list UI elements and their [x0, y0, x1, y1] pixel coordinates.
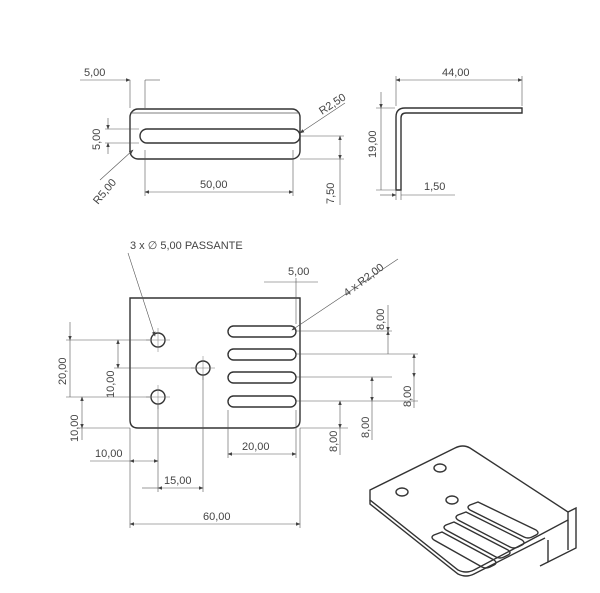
note-holes: 3 x ∅ 5,00 PASSANTE — [130, 240, 243, 252]
isometric-view — [369, 445, 577, 577]
top-view: 5,00 R2,50 5,00 R5,00 50,00 7,50 — [80, 67, 348, 207]
top-view-outline — [129, 108, 301, 160]
iso-slot-2 — [455, 511, 525, 549]
dim-top-slot-width: 5,00 — [91, 129, 103, 150]
dim-top-slot-position: 7,50 — [325, 183, 337, 204]
iso-slot-3 — [443, 521, 511, 559]
dim-top-slot-length: 50,00 — [200, 179, 228, 191]
iso-slot-4 — [431, 531, 497, 569]
dim-front-hole-left: 10,00 — [95, 448, 123, 460]
side-view-profile — [395, 107, 523, 191]
front-slot-3 — [227, 371, 297, 384]
dim-front-hole-span: 20,00 — [57, 357, 69, 385]
front-slot-4 — [227, 395, 297, 408]
dim-front-hole-x: 15,00 — [164, 475, 192, 487]
dim-front-slot-offset: 5,00 — [288, 266, 309, 278]
dim-front-pitch-a: 8,00 — [375, 309, 387, 330]
dim-front-slot-width: 20,00 — [242, 441, 270, 453]
iso-hole-2 — [433, 463, 447, 473]
iso-slot-1 — [467, 501, 539, 539]
dim-front-pitch-c: 8,00 — [360, 417, 372, 438]
front-slot-1 — [227, 325, 297, 338]
dim-front-hole-bottom: 10,00 — [69, 414, 81, 442]
side-view: 44,00 19,00 1,50 — [367, 67, 523, 200]
dim-side-length: 44,00 — [442, 67, 470, 79]
iso-bend — [547, 506, 577, 564]
note-radius: 4 x R2,00 — [342, 261, 387, 299]
dim-side-height: 19,00 — [367, 130, 379, 158]
dim-side-thickness: 1,50 — [424, 181, 445, 193]
dim-top-offset: 5,00 — [84, 67, 105, 79]
top-view-slot — [139, 128, 301, 144]
front-view-outline — [129, 297, 301, 429]
dim-front-total-width: 60,00 — [203, 511, 231, 523]
dim-front-pitch-b: 8,00 — [402, 386, 414, 407]
iso-hole-1 — [395, 487, 409, 497]
front-view: 3 x ∅ 5,00 PASSANTE 4 x R2,00 5,00 8,00 … — [57, 240, 418, 528]
iso-hole-3 — [445, 495, 459, 505]
front-slot-2 — [227, 348, 297, 361]
dim-top-radius-small: R2,50 — [317, 91, 348, 117]
dim-front-hole-offset: 10,00 — [105, 370, 117, 398]
dim-top-radius-corner: R5,00 — [91, 177, 119, 207]
dim-front-pitch-d: 8,00 — [328, 431, 340, 452]
